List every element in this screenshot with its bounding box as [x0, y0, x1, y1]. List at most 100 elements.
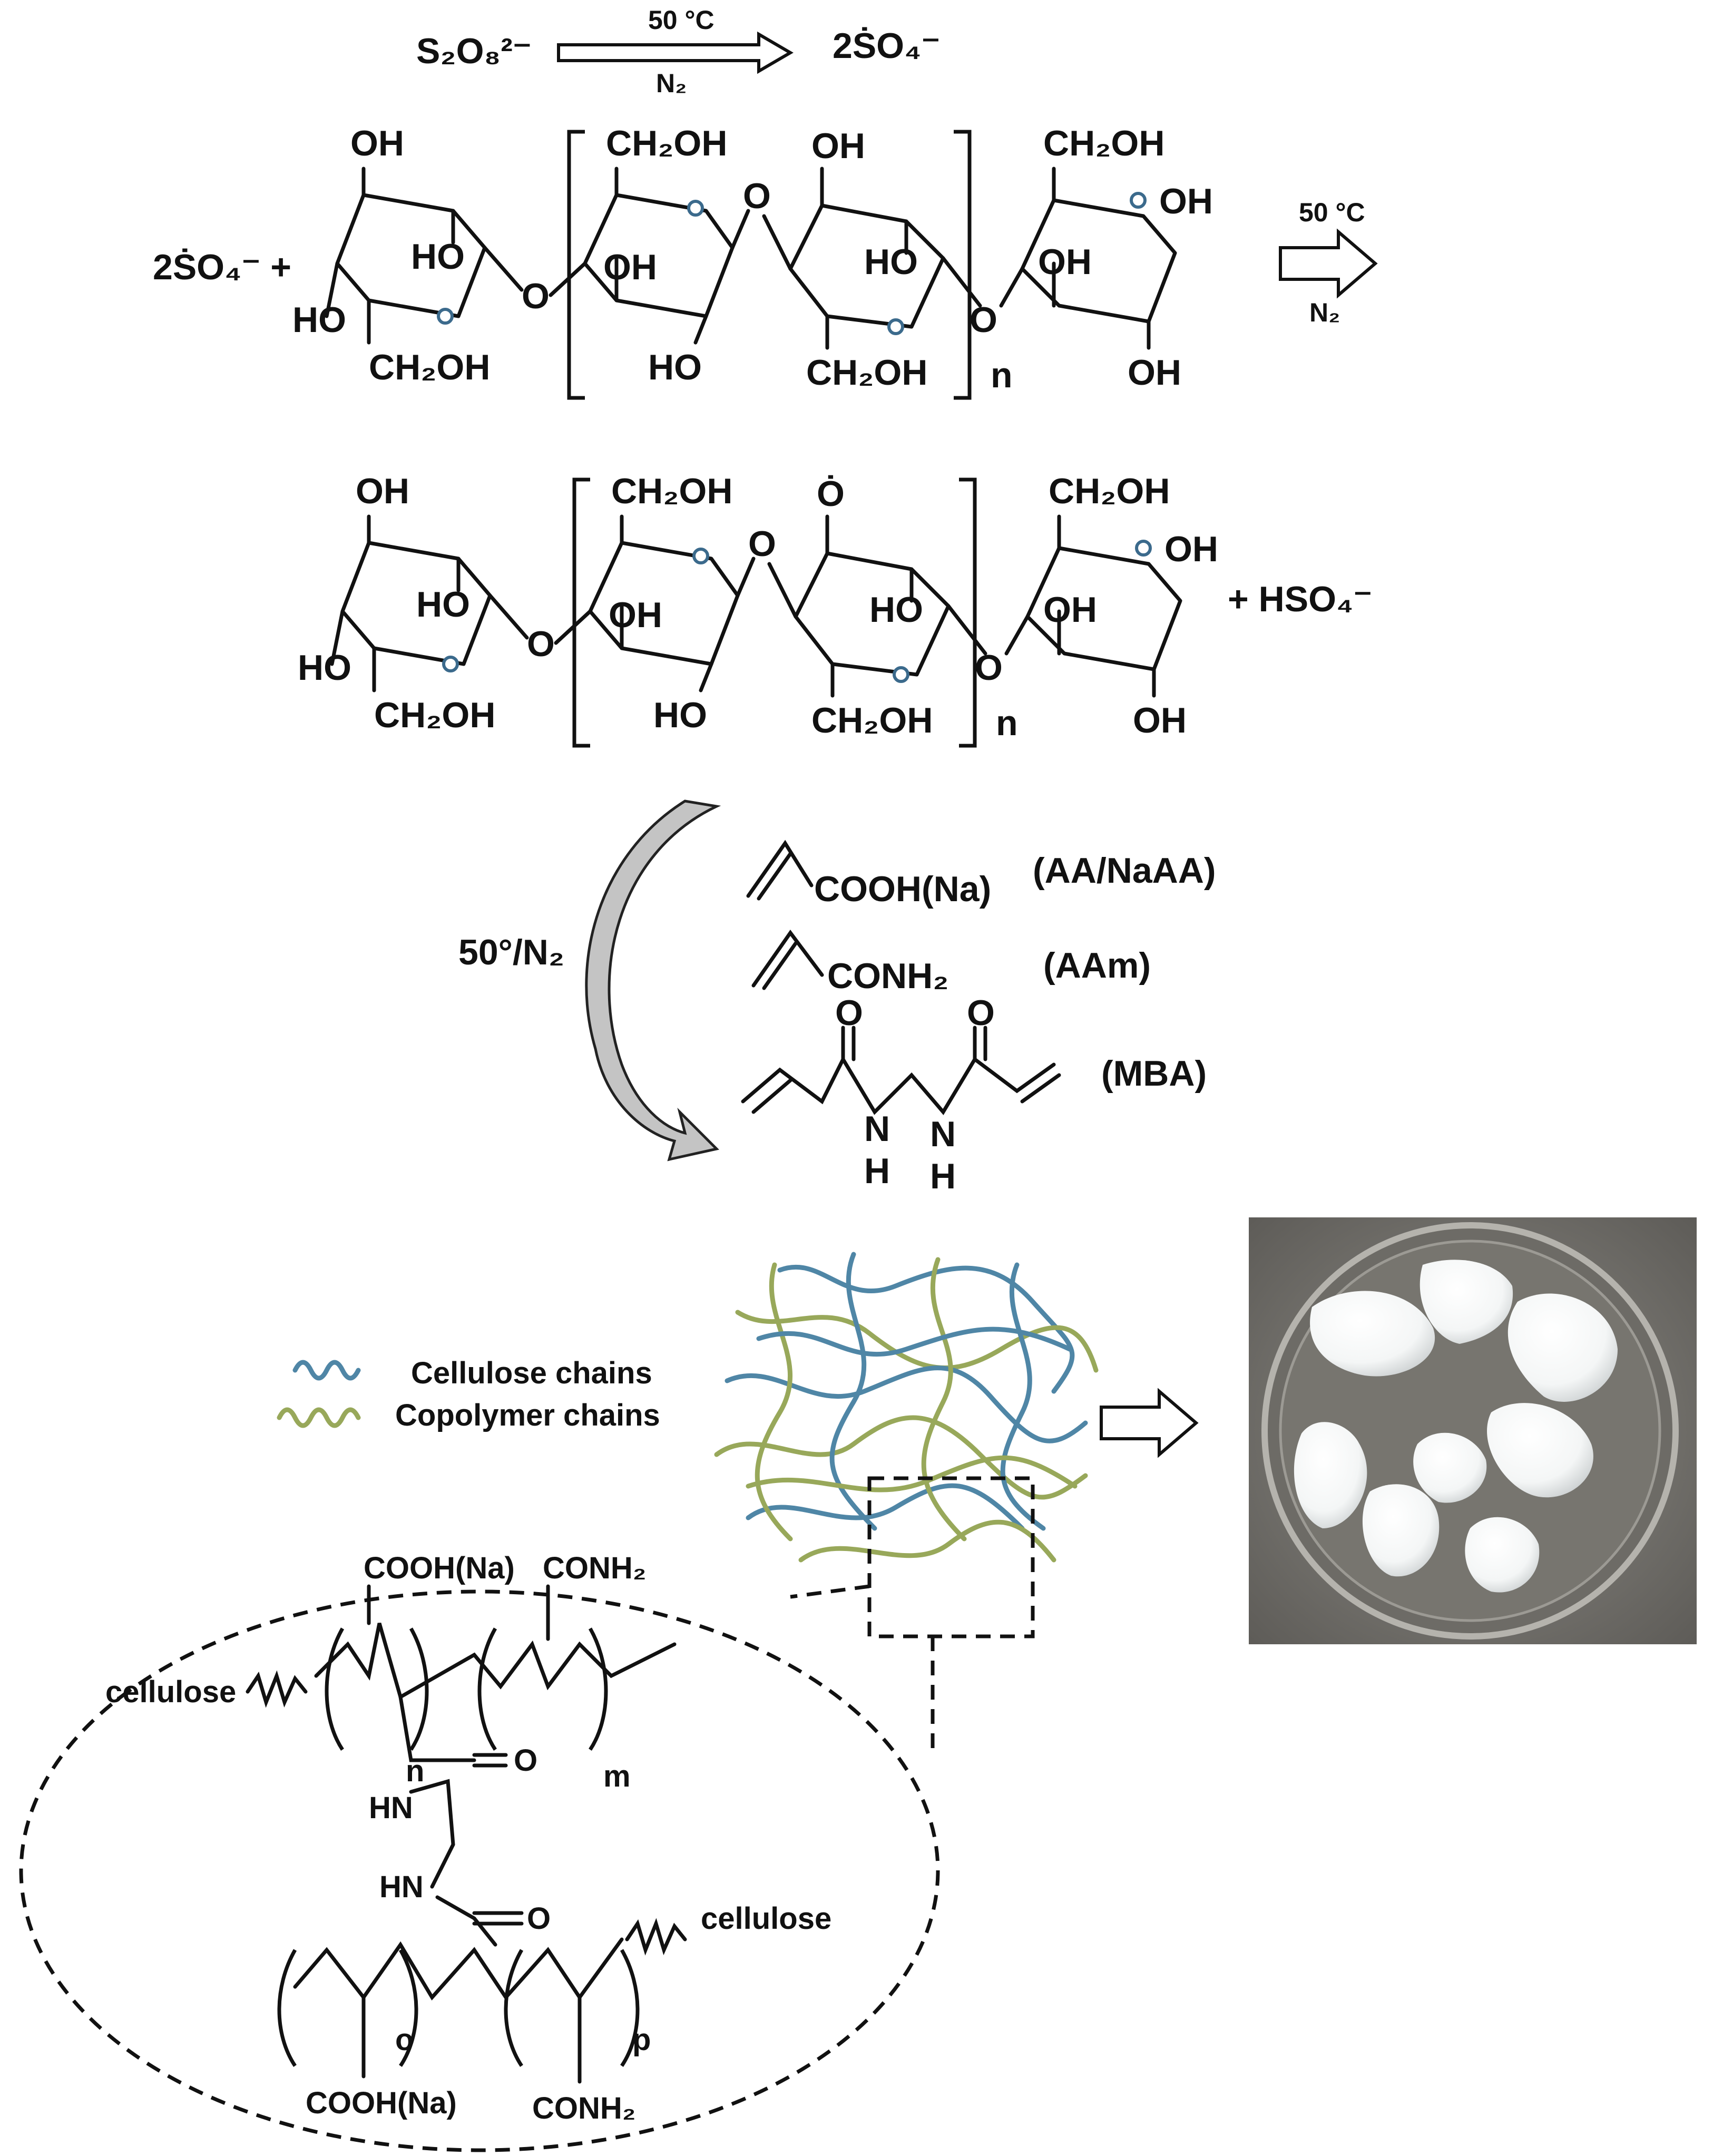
glucose-ring-3b-radical: Ȯ HO CH₂OH O	[767, 474, 1003, 740]
glucose-ring-3: OH HO CH₂OH O	[762, 126, 997, 393]
detail-o1: O	[514, 1743, 537, 1778]
mba-h2: H	[930, 1156, 956, 1196]
paren-p-right	[620, 1949, 640, 2067]
ring1b-ho: HO	[416, 584, 470, 625]
ring3-oh: OH	[811, 126, 865, 166]
ring3-ho: HO	[864, 242, 918, 282]
step1-persulfate-decomposition: S₂O₈²⁻ 50 °C N₂ 2ṠO₄⁻	[416, 5, 940, 98]
paren-o-left	[277, 1949, 297, 2067]
detail-p-repeat: p	[632, 2023, 651, 2057]
detail-backbone-top	[314, 1623, 677, 1700]
step1-atm: N₂	[656, 69, 687, 98]
right-bracket-b	[959, 477, 977, 748]
detail-cellulose-right: cellulose	[701, 1901, 831, 1936]
detail-bottom-cooh: COOH(Na)	[306, 2086, 457, 2120]
mba-structure: O O N N H H (MBA)	[741, 993, 1207, 1196]
detail-ellipse	[19, 1589, 940, 2152]
detail-top-cooh: COOH(Na)	[364, 1551, 515, 1585]
step4-grafting: 50°/N₂ COOH(Na) (AA/NaAA) CONH₂ (AAm) O …	[458, 799, 1216, 1196]
ring3-glycosidic-o: O	[970, 300, 997, 340]
sulfate-radical-reagent: 2ṠO₄⁻ +	[153, 247, 291, 287]
step1-arrow	[557, 31, 794, 74]
paren-o-right	[398, 1949, 418, 2067]
ring1b-ch2oh: CH₂OH	[374, 695, 495, 735]
ring4-oh-right: OH	[1159, 181, 1213, 221]
step2-cellulose: 2ṠO₄⁻ + OH HO HO CH₂OH O n	[153, 123, 1378, 400]
detail-top-conh2: CONH₂	[543, 1551, 647, 1585]
detail-crosslink-2	[409, 1779, 455, 1889]
glucose-ring-1b: OH HO HO CH₂OH O	[298, 471, 555, 735]
ring2b-ch2oh: CH₂OH	[611, 471, 732, 511]
ring1-ho-left: HO	[292, 300, 346, 340]
repeat-n-b: n	[996, 703, 1018, 743]
ring2-ch2oh: CH₂OH	[606, 123, 727, 163]
ring4b-oh-bottom: OH	[1133, 700, 1187, 740]
network-detail: COOH(Na) CONH₂ cellulose n m O HN HN O o…	[105, 1551, 831, 2125]
mba-o1: O	[835, 993, 863, 1033]
mba-o2: O	[967, 993, 995, 1033]
legend: Cellulose chains Copolymer chains	[277, 1356, 660, 1432]
detail-m: m	[603, 1759, 631, 1793]
aa-formula: COOH(Na)	[814, 869, 991, 909]
polymer-network	[714, 1252, 1099, 1563]
glucose-ring-2: CH₂OH OH HO O	[549, 123, 771, 387]
step3-cellulose-radical: OH HO HO CH₂OH O n CH₂OH OH HO O	[298, 471, 1372, 748]
step2-temp: 50 °C	[1299, 198, 1365, 227]
aam-vinyl	[751, 930, 824, 988]
detail-crosslink-1	[398, 1695, 476, 1762]
ring4-ch2oh: CH₂OH	[1043, 123, 1164, 163]
ring4b-ch2oh: CH₂OH	[1049, 471, 1170, 511]
mba-n2: N	[930, 1114, 956, 1154]
bisulfate-label: + HSO₄⁻	[1228, 579, 1372, 619]
ring1-oh-top: OH	[350, 123, 404, 163]
ring2b-oh: OH	[609, 595, 662, 635]
ring3b-ho: HO	[869, 590, 923, 630]
mba-n1: N	[864, 1109, 890, 1149]
step2-atm: N₂	[1309, 298, 1340, 327]
aam-formula: CONH₂	[827, 956, 948, 996]
step2-arrow	[1279, 228, 1378, 299]
detail-hn2: HN	[379, 1870, 424, 1904]
ring2-ho: HO	[648, 347, 702, 387]
paren-m-left	[477, 1627, 497, 1751]
ring4-oh: OH	[1038, 242, 1092, 282]
zoom-connector-left	[790, 1584, 870, 1599]
left-bracket-b	[572, 477, 590, 748]
aa-abbr: (AA/NaAA)	[1033, 851, 1216, 891]
ring3b-glycosidic-o: O	[975, 648, 1003, 688]
detail-hn1: HN	[369, 1791, 413, 1825]
ring2b-ho: HO	[653, 695, 707, 735]
glucose-ring-1: OH HO HO CH₂OH O	[292, 123, 550, 387]
ring3b-ch2oh: CH₂OH	[811, 700, 933, 740]
glucose-ring-2b: CH₂OH OH HO O	[554, 471, 776, 735]
glucose-ring-4b: CH₂OH OH OH OH	[1004, 471, 1218, 740]
legend-cellulose-swatch	[292, 1360, 361, 1381]
to-photo-arrow	[1100, 1388, 1199, 1458]
detail-wavy-left	[246, 1670, 308, 1708]
detail-cellulose-left: cellulose	[105, 1675, 236, 1709]
legend-copolymer-swatch	[277, 1407, 361, 1428]
radical-oxygen: Ȯ	[817, 474, 845, 514]
ring2-glycosidic-o: O	[743, 176, 771, 216]
step4-condition: 50°/N₂	[458, 932, 564, 972]
mba-abbr: (MBA)	[1101, 1053, 1207, 1094]
paren-n-right	[409, 1627, 429, 1751]
detail-backbone-bottom	[293, 1937, 624, 2001]
paren-p-left	[504, 1949, 524, 2067]
legend-cellulose-label: Cellulose chains	[411, 1356, 652, 1390]
ring4b-oh: OH	[1043, 590, 1097, 630]
repeat-n: n	[991, 355, 1013, 395]
aa-vinyl	[746, 840, 814, 898]
legend-copolymer-label: Copolymer chains	[395, 1398, 660, 1432]
ring1-ch2oh: CH₂OH	[369, 347, 490, 387]
mba-h1: H	[864, 1151, 890, 1191]
paren-n-left	[325, 1627, 345, 1751]
ring4b-oh-right: OH	[1164, 529, 1218, 569]
paren-m-right	[588, 1627, 608, 1751]
detail-o2: O	[527, 1901, 551, 1936]
ring1b-glycosidic-o: O	[527, 624, 555, 664]
detail-o-repeat: o	[395, 2023, 414, 2057]
persulfate-label: S₂O₈²⁻	[416, 31, 532, 71]
